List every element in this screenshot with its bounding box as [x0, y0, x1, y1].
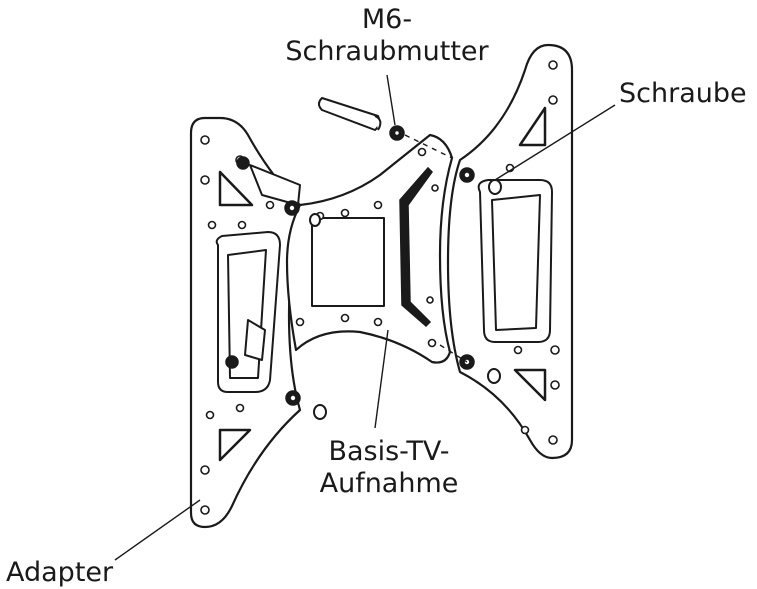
leader-base [374, 329, 389, 429]
nut-and-bar [318, 97, 405, 141]
label-nut-line1: M6- [361, 4, 413, 35]
leader-nut [386, 74, 396, 126]
label-base: Basis-TV- Aufnahme [320, 436, 459, 500]
left-adapter-plate [189, 116, 302, 529]
label-adapter: Adapter [6, 557, 114, 588]
center-base-plate [225, 133, 454, 420]
label-nut-line2: Schraubmutter [285, 36, 489, 67]
label-screw: Schraube [619, 78, 747, 109]
label-nut: M6- Schraubmutter [285, 4, 488, 68]
label-base-line1: Basis-TV- [328, 436, 450, 467]
leader-screw [494, 104, 616, 181]
label-base-line2: Aufnahme [319, 468, 459, 499]
leader-adapter [114, 499, 201, 561]
right-adapter-plate [446, 43, 574, 460]
assembly-dash-top [404, 134, 453, 159]
